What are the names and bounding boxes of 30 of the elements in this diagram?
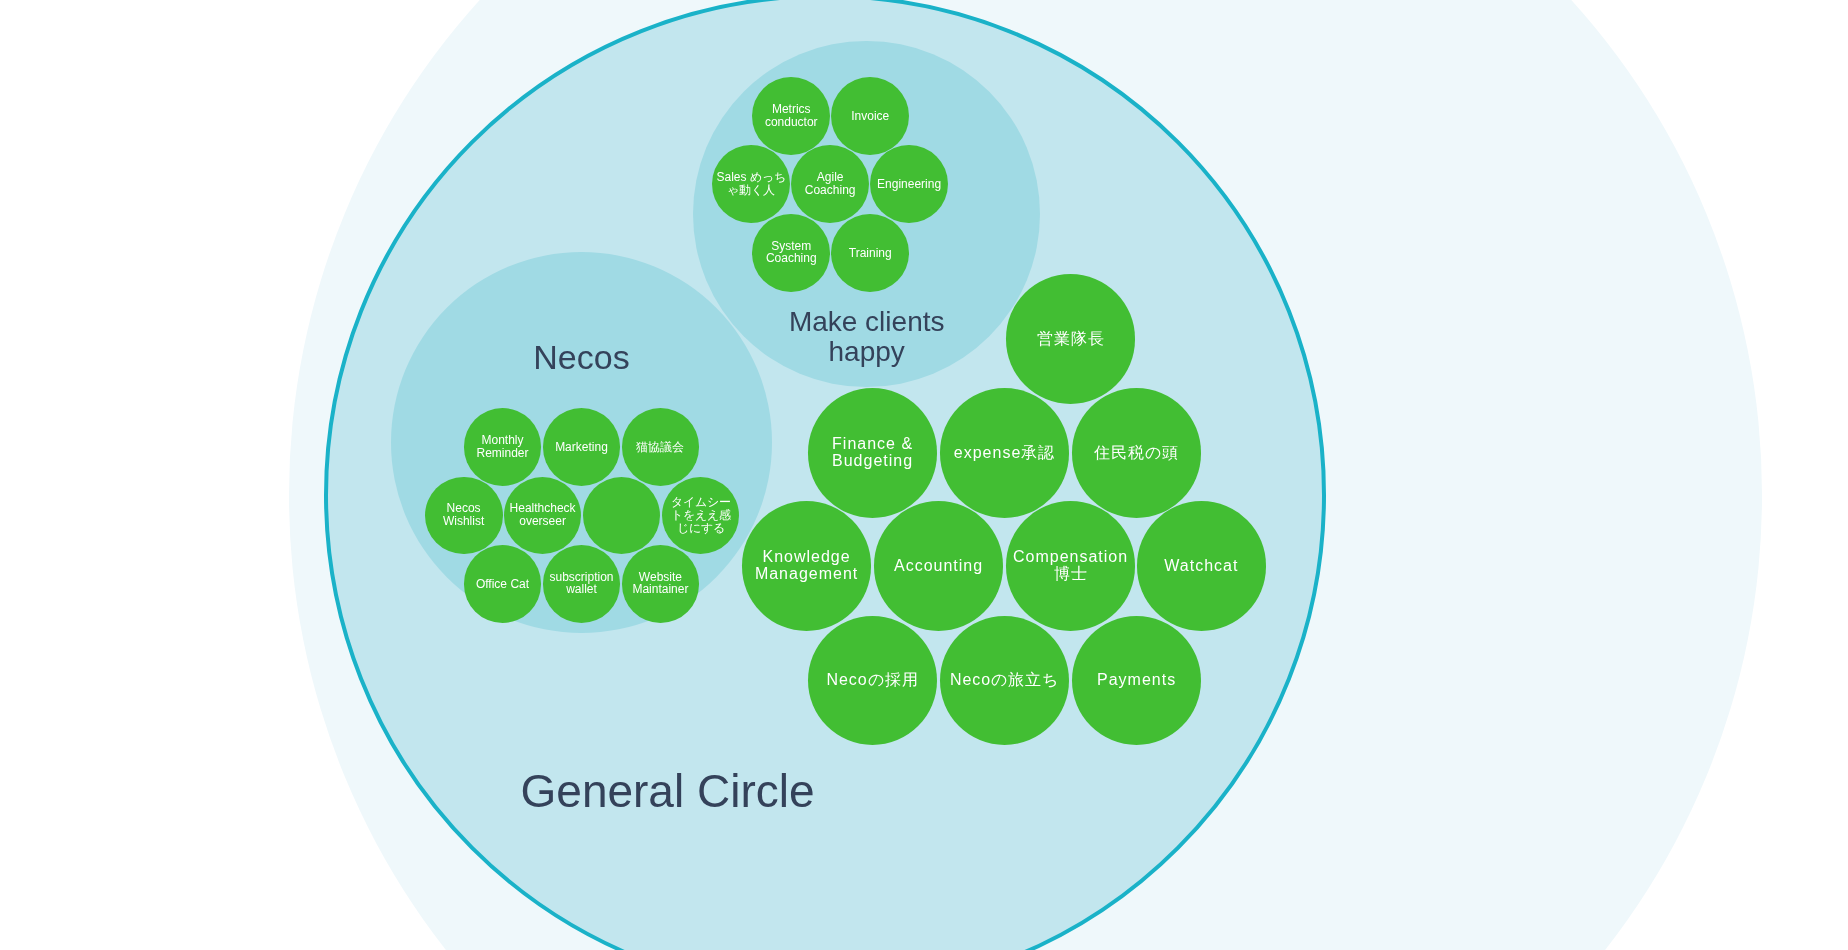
role-name: Finance & Budgeting [831, 436, 915, 470]
role-name: Marketing [554, 440, 609, 454]
role-name: 住民税の頭 [1093, 444, 1181, 462]
role-name: Healthcheck overseer [508, 502, 577, 529]
role-name: Website Maintainer [631, 571, 690, 597]
role-name: Knowledge Management [753, 549, 860, 583]
role-name: expense承認 [952, 444, 1057, 462]
role-name: Necoの採用 [825, 672, 920, 689]
role-name: Invoice [850, 109, 891, 123]
role-name: Monthly Reminder [475, 434, 530, 460]
role-name: Training [847, 246, 893, 259]
role-name: Compensation博士 [1012, 549, 1130, 583]
role-name: Engineering [876, 178, 943, 191]
circle-title: Necos [532, 339, 631, 376]
role-name: Agile Coaching [803, 171, 857, 197]
circle-title: Make clients happy [787, 306, 946, 366]
circle-title: General Circle [519, 767, 816, 816]
role-name: System Coaching [764, 240, 818, 266]
role-name: Metrics conductor [763, 103, 819, 129]
role-name: Necoの旅立ち [948, 672, 1061, 689]
role-name: Sales めっちゃ動く人 [715, 171, 787, 197]
role-name: タイムシートをええ感じにする [669, 496, 732, 535]
role-name: subscription wallet [548, 571, 615, 597]
role-name: Payments [1096, 672, 1178, 689]
role-name: 営業隊長 [1035, 330, 1106, 348]
role-name: Office Cat [474, 577, 531, 591]
role-name: Accounting [893, 557, 985, 575]
role-name: Necos Wishlist [441, 502, 486, 529]
role-name: Watchcat [1163, 557, 1240, 575]
role-name: 猫協議会 [635, 440, 686, 454]
